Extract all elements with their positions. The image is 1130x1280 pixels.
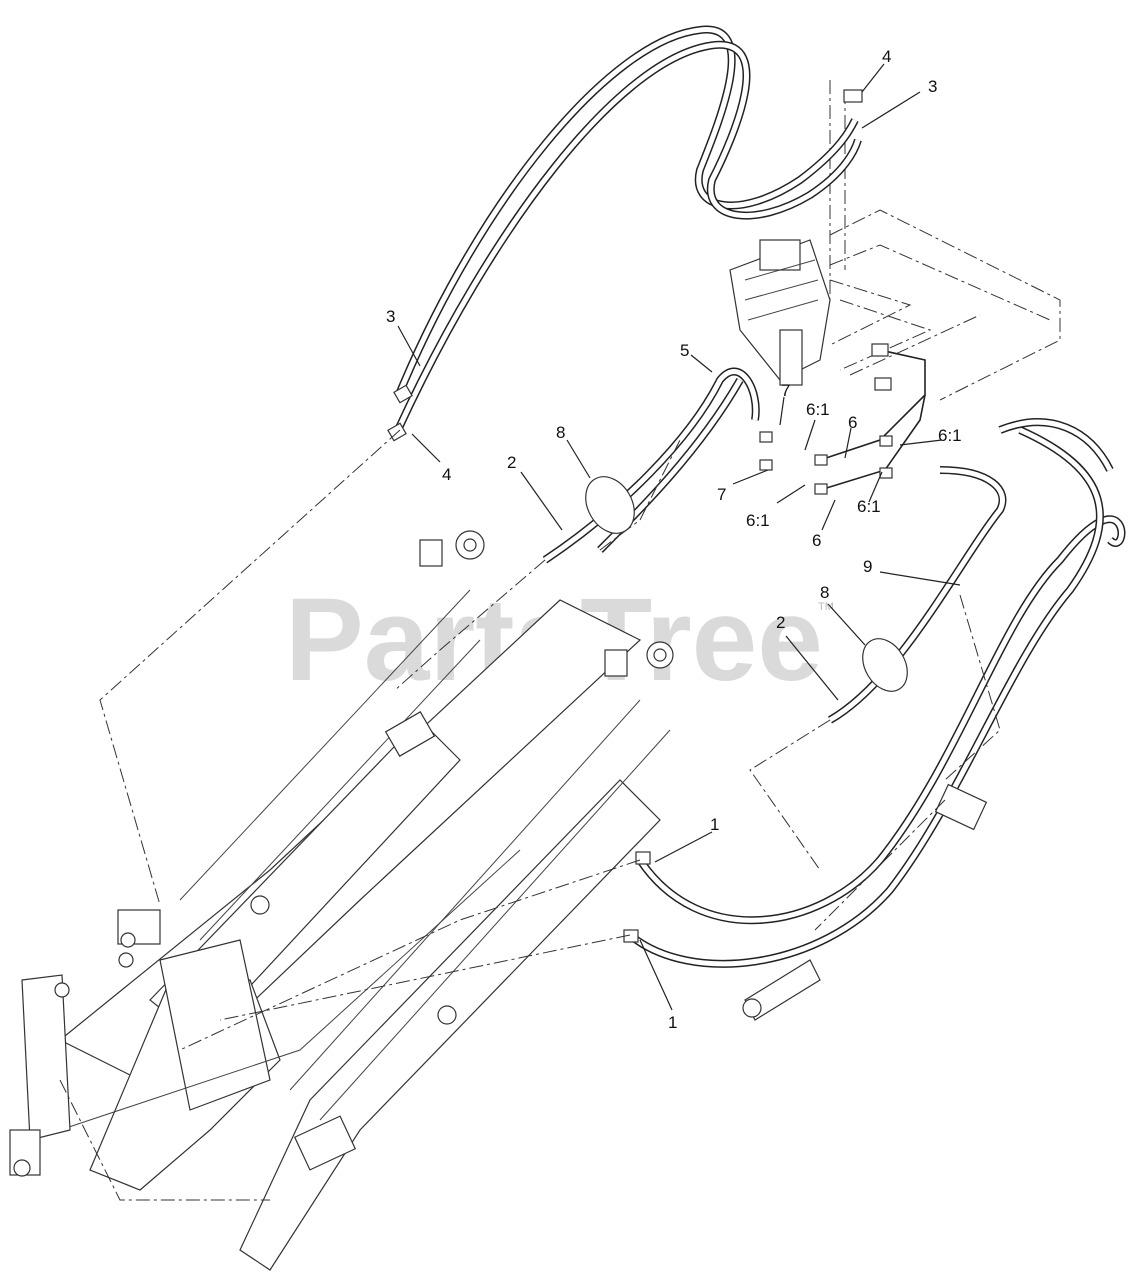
callout-1-top: 1 — [710, 815, 719, 834]
tubes-6 — [759, 343, 926, 495]
cylinder-rod-right — [384, 711, 988, 1021]
callout-3-top: 3 — [928, 77, 937, 96]
callout-2-left: 2 — [507, 453, 516, 472]
callout-5: 5 — [680, 341, 689, 360]
callout-4-top: 4 — [882, 47, 891, 66]
callout-6-1-top-left: 6:1 — [806, 400, 830, 419]
pivot-brackets — [250, 530, 674, 1171]
callout-9: 9 — [863, 557, 872, 576]
hose-pair-lower — [623, 418, 1126, 968]
hose-pair-upper — [387, 25, 863, 442]
callout-6-bottom: 6 — [812, 531, 821, 550]
callout-6-1-bottom-left: 6:1 — [746, 511, 770, 530]
callout-7-bottom: 7 — [717, 485, 726, 504]
callout-1-bottom: 1 — [668, 1013, 677, 1032]
watermark-trademark: TM — [818, 601, 834, 613]
callout-4-left: 4 — [442, 465, 451, 484]
lift-cylinder — [9, 974, 71, 1177]
mount-plate-outline — [829, 80, 1061, 401]
callout-6-top: 6 — [848, 413, 857, 432]
hose-5 — [542, 367, 760, 564]
callout-3-left: 3 — [386, 307, 395, 326]
assembly-lines — [59, 429, 1001, 1201]
callout-8-left: 8 — [556, 423, 565, 442]
callout-2-right: 2 — [776, 613, 785, 632]
quick-coupler — [117, 909, 161, 968]
callout-7-top: 7 — [781, 381, 790, 400]
callout-labels: 4 3 3 4 5 7 6:1 6 6:1 8 2 7 6:1 6 6:1 9 … — [386, 47, 962, 1032]
callout-8-right: 8 — [820, 583, 829, 602]
callout-6-1-bottom-right: 6:1 — [857, 497, 881, 516]
control-valve — [729, 239, 831, 386]
callout-6-1-top-right: 6:1 — [938, 426, 962, 445]
leader-lines — [397, 63, 961, 1011]
